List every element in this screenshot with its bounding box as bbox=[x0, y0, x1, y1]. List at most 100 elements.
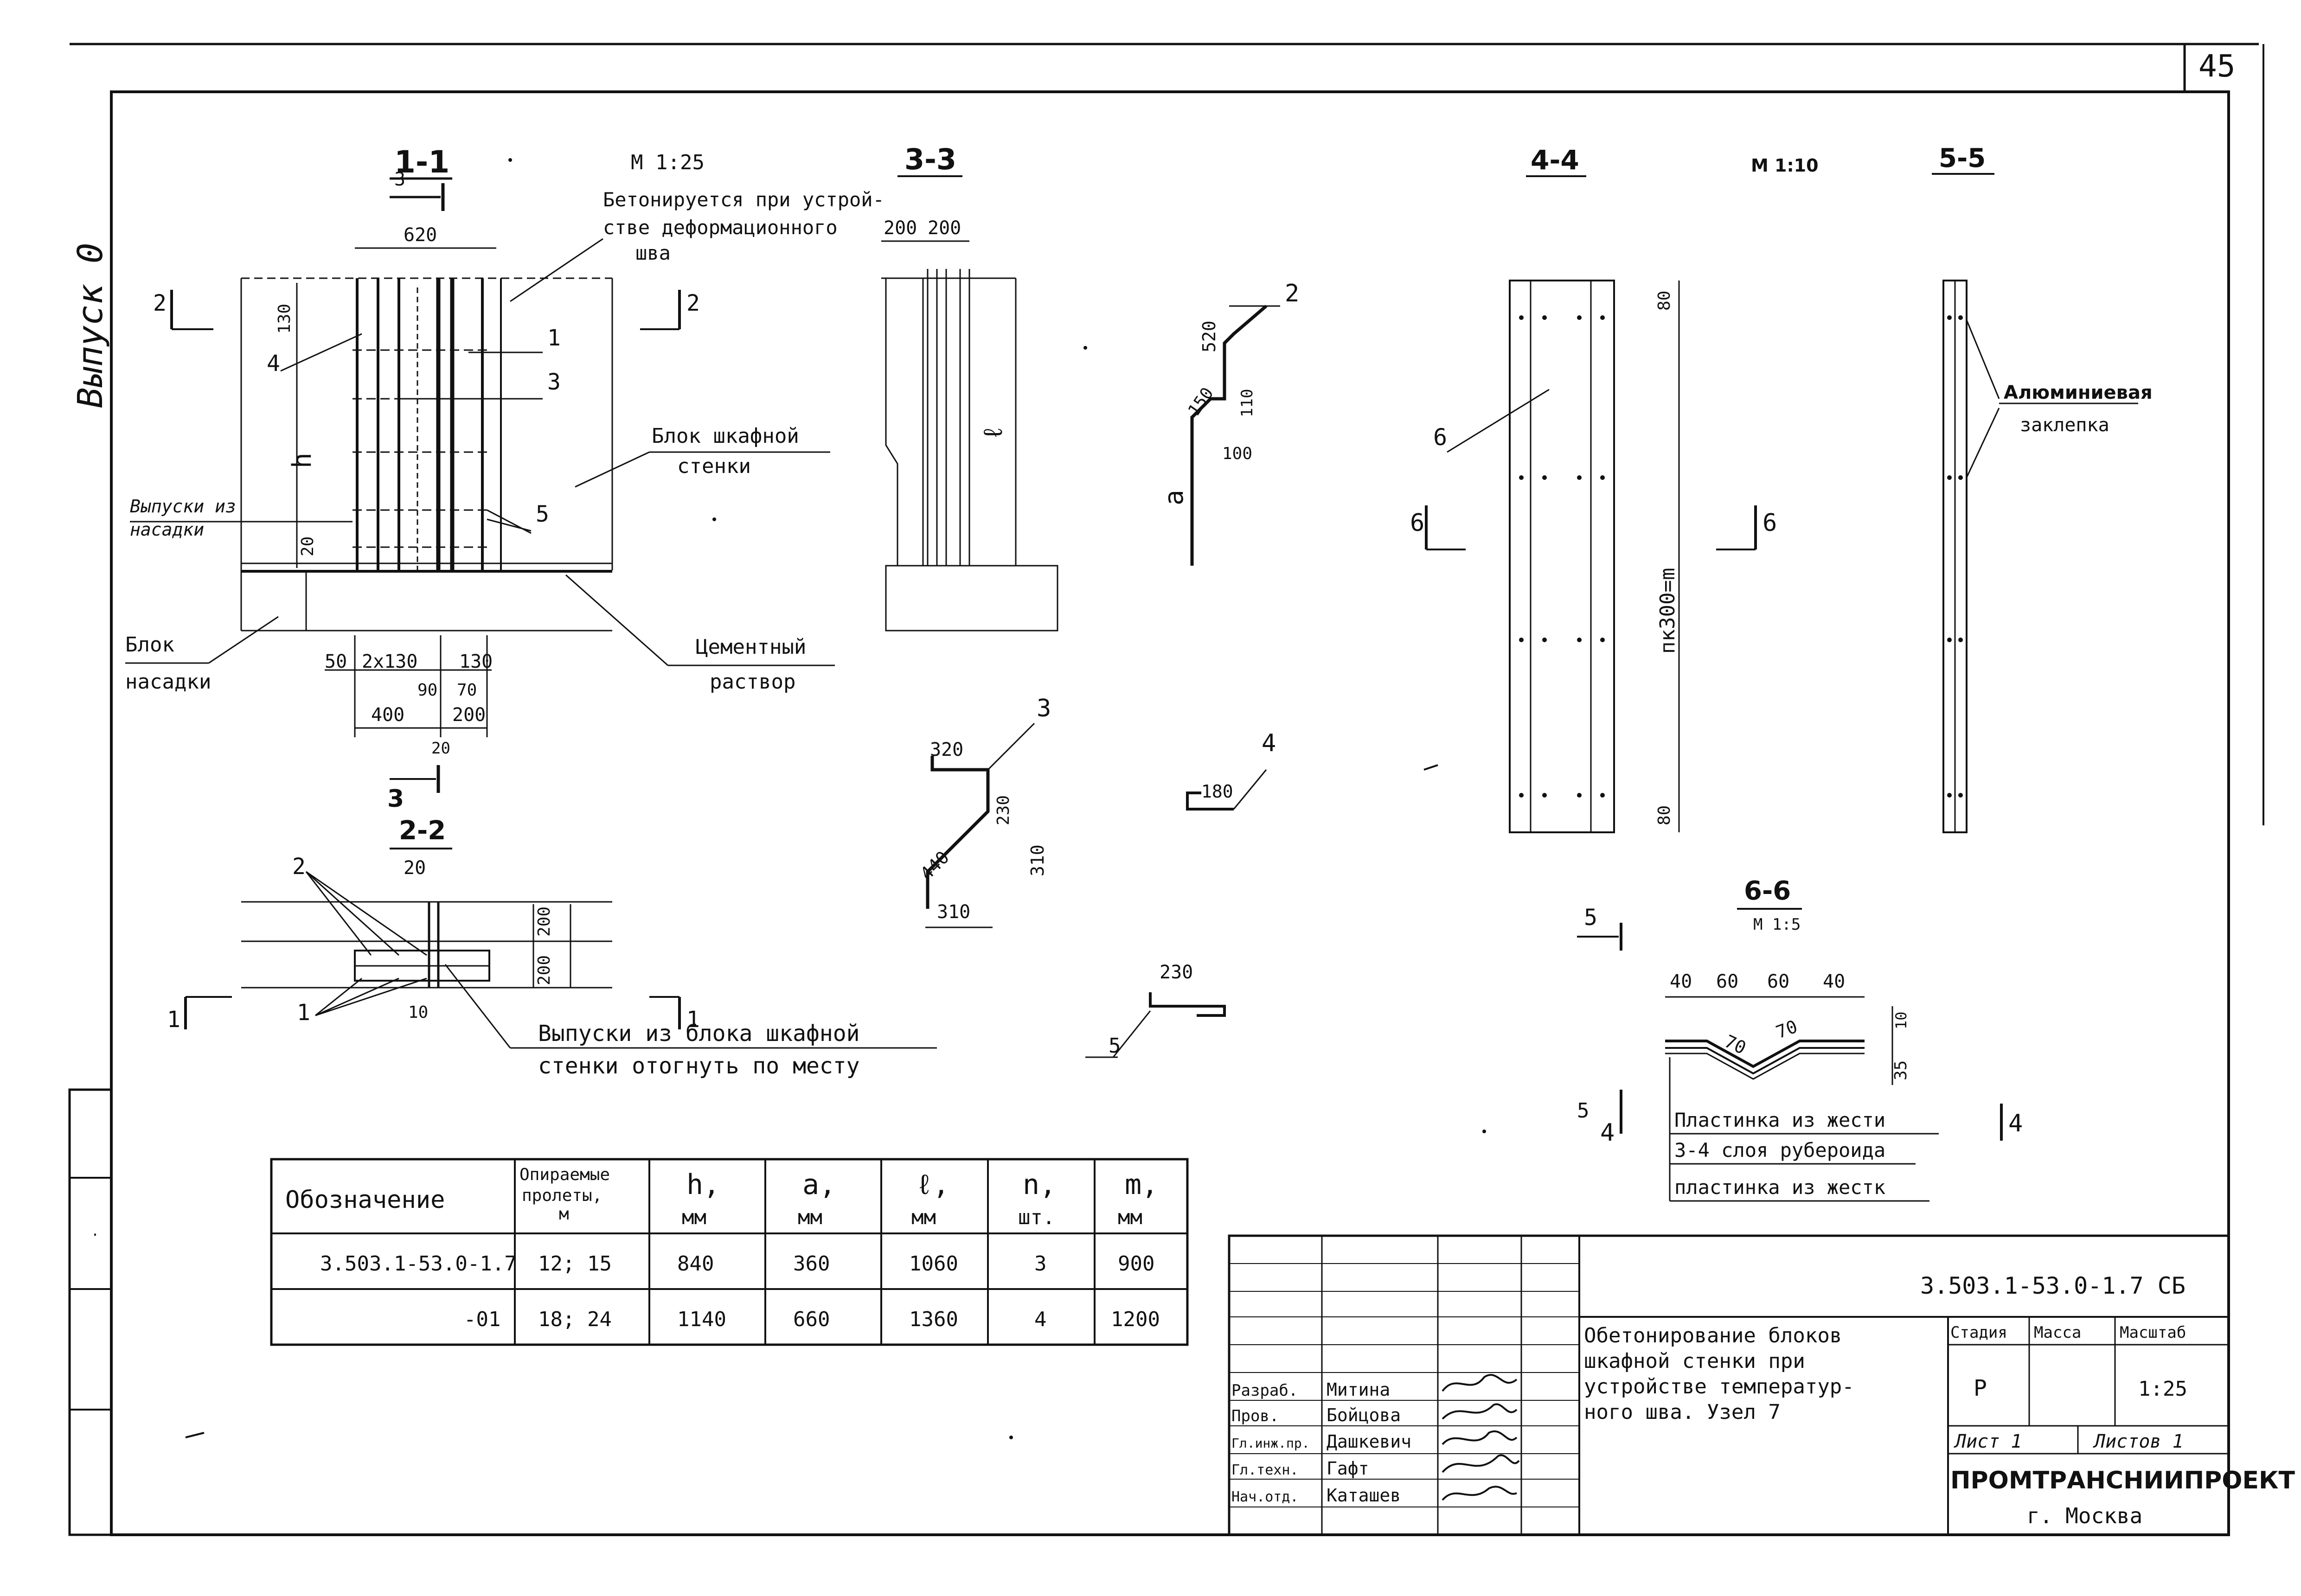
marker-6-right: 6 bbox=[1763, 509, 1777, 537]
dim-h: h bbox=[287, 453, 317, 468]
dim-50: 50 bbox=[325, 651, 347, 672]
note-outlets-2: насадки bbox=[130, 519, 204, 540]
section-5-5: 5-5 Алюминиевая заклепка bbox=[1932, 143, 2153, 833]
sheet-label: Лист 1 bbox=[1954, 1431, 2022, 1452]
note-plate-tin-2: пластинка из жестк bbox=[1674, 1176, 1885, 1199]
dim-230-bar3: 230 bbox=[994, 795, 1013, 825]
mark-4-bar: 4 bbox=[1262, 729, 1276, 757]
note-wall-block-2: стенки bbox=[677, 454, 751, 478]
dim-70-b: 70 bbox=[1773, 1016, 1800, 1042]
staff-role-5: Нач.отд. bbox=[1231, 1489, 1299, 1505]
sheets-label: Листов 1 bbox=[2093, 1431, 2184, 1452]
dim-100: 100 bbox=[1222, 444, 1252, 463]
dim-35: 35 bbox=[1891, 1060, 1910, 1080]
th-m-2: мм bbox=[1118, 1206, 1142, 1229]
bar-2-shape: 2 520 150 110 100 a bbox=[1159, 280, 1299, 566]
th-h-2: мм bbox=[682, 1206, 706, 1229]
title-line-1: Обетонирование блоков bbox=[1584, 1324, 1842, 1347]
dim-520: 520 bbox=[1199, 320, 1219, 352]
stage-value: Р bbox=[1974, 1375, 1987, 1401]
marker-3-top: 3 bbox=[394, 169, 405, 190]
dim-310-horiz: 310 bbox=[937, 901, 970, 923]
section-4-4: 4-4 М 1:10 80 пк300=m 80 6 6 6 bbox=[1410, 144, 1819, 833]
mark-6-44: 6 bbox=[1433, 424, 1447, 451]
mark-1: 1 bbox=[547, 325, 561, 351]
dim-320: 320 bbox=[930, 739, 963, 760]
dim-620: 620 bbox=[404, 224, 437, 246]
note-cap-block-1: Блок bbox=[125, 633, 174, 657]
th-spans-2: пролеты, bbox=[522, 1186, 602, 1205]
td-r1-c2: 12; 15 bbox=[538, 1252, 612, 1276]
dim-150: 150 bbox=[1185, 384, 1218, 420]
td-r2-c5: 1360 bbox=[909, 1308, 958, 1331]
marker-4-left: 4 bbox=[1600, 1119, 1615, 1147]
th-m-1: m, bbox=[1125, 1168, 1158, 1201]
staff-role-4: Гл.техн. bbox=[1231, 1462, 1299, 1478]
section-2-2: 2-2 20 200 200 2 1 10 1 1 Выпуски из бло… bbox=[167, 816, 937, 1079]
stray-marks bbox=[185, 158, 1486, 1439]
dim-310-vert: 310 bbox=[1027, 844, 1048, 876]
dim-l: ℓ bbox=[978, 425, 1008, 440]
note-mortar-1: Цементный bbox=[696, 635, 806, 659]
td-r1-c1: 3.503.1-53.0-1.7 bbox=[320, 1252, 517, 1276]
drawing-frame: . bbox=[68, 43, 2264, 1536]
title-block: 3.503.1-53.0-1.7 СБ Обетонирование блоко… bbox=[1228, 1234, 2295, 1536]
dim-pk300: пк300=m bbox=[1656, 568, 1679, 654]
org-name: ПРОМТРАНСНИИПРОЕКТ bbox=[1950, 1467, 2295, 1494]
note-mortar-2: раствор bbox=[710, 670, 795, 694]
bar-4-shape: 180 4 bbox=[1186, 729, 1276, 811]
dim-10-66: 10 bbox=[1892, 1011, 1910, 1029]
th-spans-3: м bbox=[559, 1205, 569, 1224]
th-n-2: шт. bbox=[1018, 1206, 1055, 1229]
marker-1-right: 1 bbox=[686, 1007, 700, 1033]
marker-6-left: 6 bbox=[1410, 509, 1424, 537]
th-designation: Обозначение bbox=[285, 1186, 445, 1214]
staff-name-3: Дашкевич bbox=[1327, 1431, 1411, 1452]
marker-3-bottom: 3 bbox=[387, 785, 404, 813]
note-concrete-1: Бетонируется при устрой- bbox=[603, 188, 885, 211]
th-l-1: ℓ, bbox=[916, 1168, 949, 1201]
note-rivet-1: Алюминиевая bbox=[2004, 382, 2153, 403]
section-6-6-title: 6-6 bbox=[1744, 876, 1791, 906]
dim-200-22b: 200 bbox=[535, 955, 554, 985]
dim-40-left: 40 bbox=[1670, 971, 1692, 992]
note-wall-block-1: Блок шкафной bbox=[652, 424, 799, 448]
bar-5-shape: 230 5 bbox=[1085, 962, 1226, 1058]
scale-header: Масштаб bbox=[2120, 1323, 2186, 1342]
mark-5-bar: 5 bbox=[1109, 1034, 1121, 1058]
doc-code: 3.503.1-53.0-1.7 СБ bbox=[1920, 1272, 2186, 1299]
section-3-3: 3-3 200 200 ℓ bbox=[881, 142, 1058, 632]
dim-40-right: 40 bbox=[1823, 971, 1845, 992]
marker-4-right: 4 bbox=[2008, 1110, 2023, 1137]
note-bend-1: Выпуски из блока шкафной bbox=[538, 1021, 860, 1047]
dim-90: 90 bbox=[417, 681, 437, 700]
spec-table: Обозначение Опираемые пролеты, м h, мм a… bbox=[270, 1158, 1189, 1346]
marker-5-top: 5 bbox=[1584, 905, 1597, 931]
dim-200-33b: 200 bbox=[928, 217, 961, 239]
marker-2-left: 2 bbox=[153, 290, 167, 316]
stage-header: Стадия bbox=[1950, 1323, 2007, 1342]
dim-200-bottom: 200 bbox=[452, 704, 486, 726]
staff-role-2: Пров. bbox=[1231, 1407, 1279, 1425]
mark-4: 4 bbox=[267, 351, 280, 377]
section-6-6: 6-6 М 1:5 5 40 60 60 40 70 70 10 35 5 4 … bbox=[1577, 876, 2023, 1202]
sheet-number: 45 bbox=[2198, 48, 2235, 84]
td-r2-c6: 4 bbox=[1034, 1308, 1047, 1331]
mark-5: 5 bbox=[536, 501, 549, 527]
th-h-1: h, bbox=[686, 1168, 720, 1201]
mark-2-bar: 2 bbox=[1285, 280, 1299, 307]
note-bend-2: стенки отогнуть по месту bbox=[538, 1053, 860, 1079]
rivet-dots-44 bbox=[1519, 315, 1605, 798]
mark-2-22: 2 bbox=[292, 854, 306, 880]
dim-80-bottom: 80 bbox=[1655, 805, 1674, 825]
marker-2-right: 2 bbox=[686, 290, 700, 316]
notes-1-1: Бетонируется при устрой- стве деформацио… bbox=[125, 188, 885, 694]
note-cap-block-2: насадки bbox=[125, 670, 211, 694]
section-2-2-title: 2-2 bbox=[399, 816, 446, 846]
bar-3-shape: 3 320 230 440 310 310 bbox=[916, 695, 1051, 928]
marker-1-left: 1 bbox=[167, 1007, 180, 1033]
note-roofing: 3-4 слоя рубероида bbox=[1674, 1139, 1885, 1162]
staff-role-1: Разраб. bbox=[1231, 1381, 1298, 1400]
mark-1-22: 1 bbox=[297, 1000, 310, 1026]
th-spans-1: Опираемые bbox=[519, 1165, 610, 1184]
